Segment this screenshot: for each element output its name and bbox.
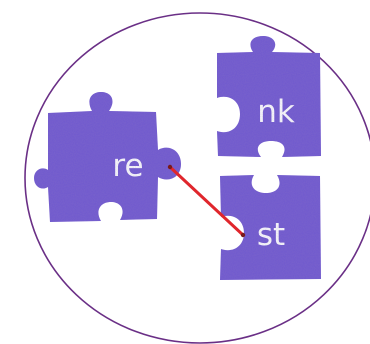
puzzle-piece-re[interactable]: re xyxy=(34,92,181,222)
puzzle-piece-re-shape xyxy=(34,92,181,222)
connection-start-dot xyxy=(168,165,172,169)
puzzle-piece-re-label: re xyxy=(112,148,143,184)
puzzle-piece-nk[interactable]: nk xyxy=(217,36,321,157)
connection-end-dot xyxy=(241,233,245,237)
puzzle-piece-nk-label: nk xyxy=(257,94,295,130)
puzzle-piece-st-label: st xyxy=(257,217,285,253)
